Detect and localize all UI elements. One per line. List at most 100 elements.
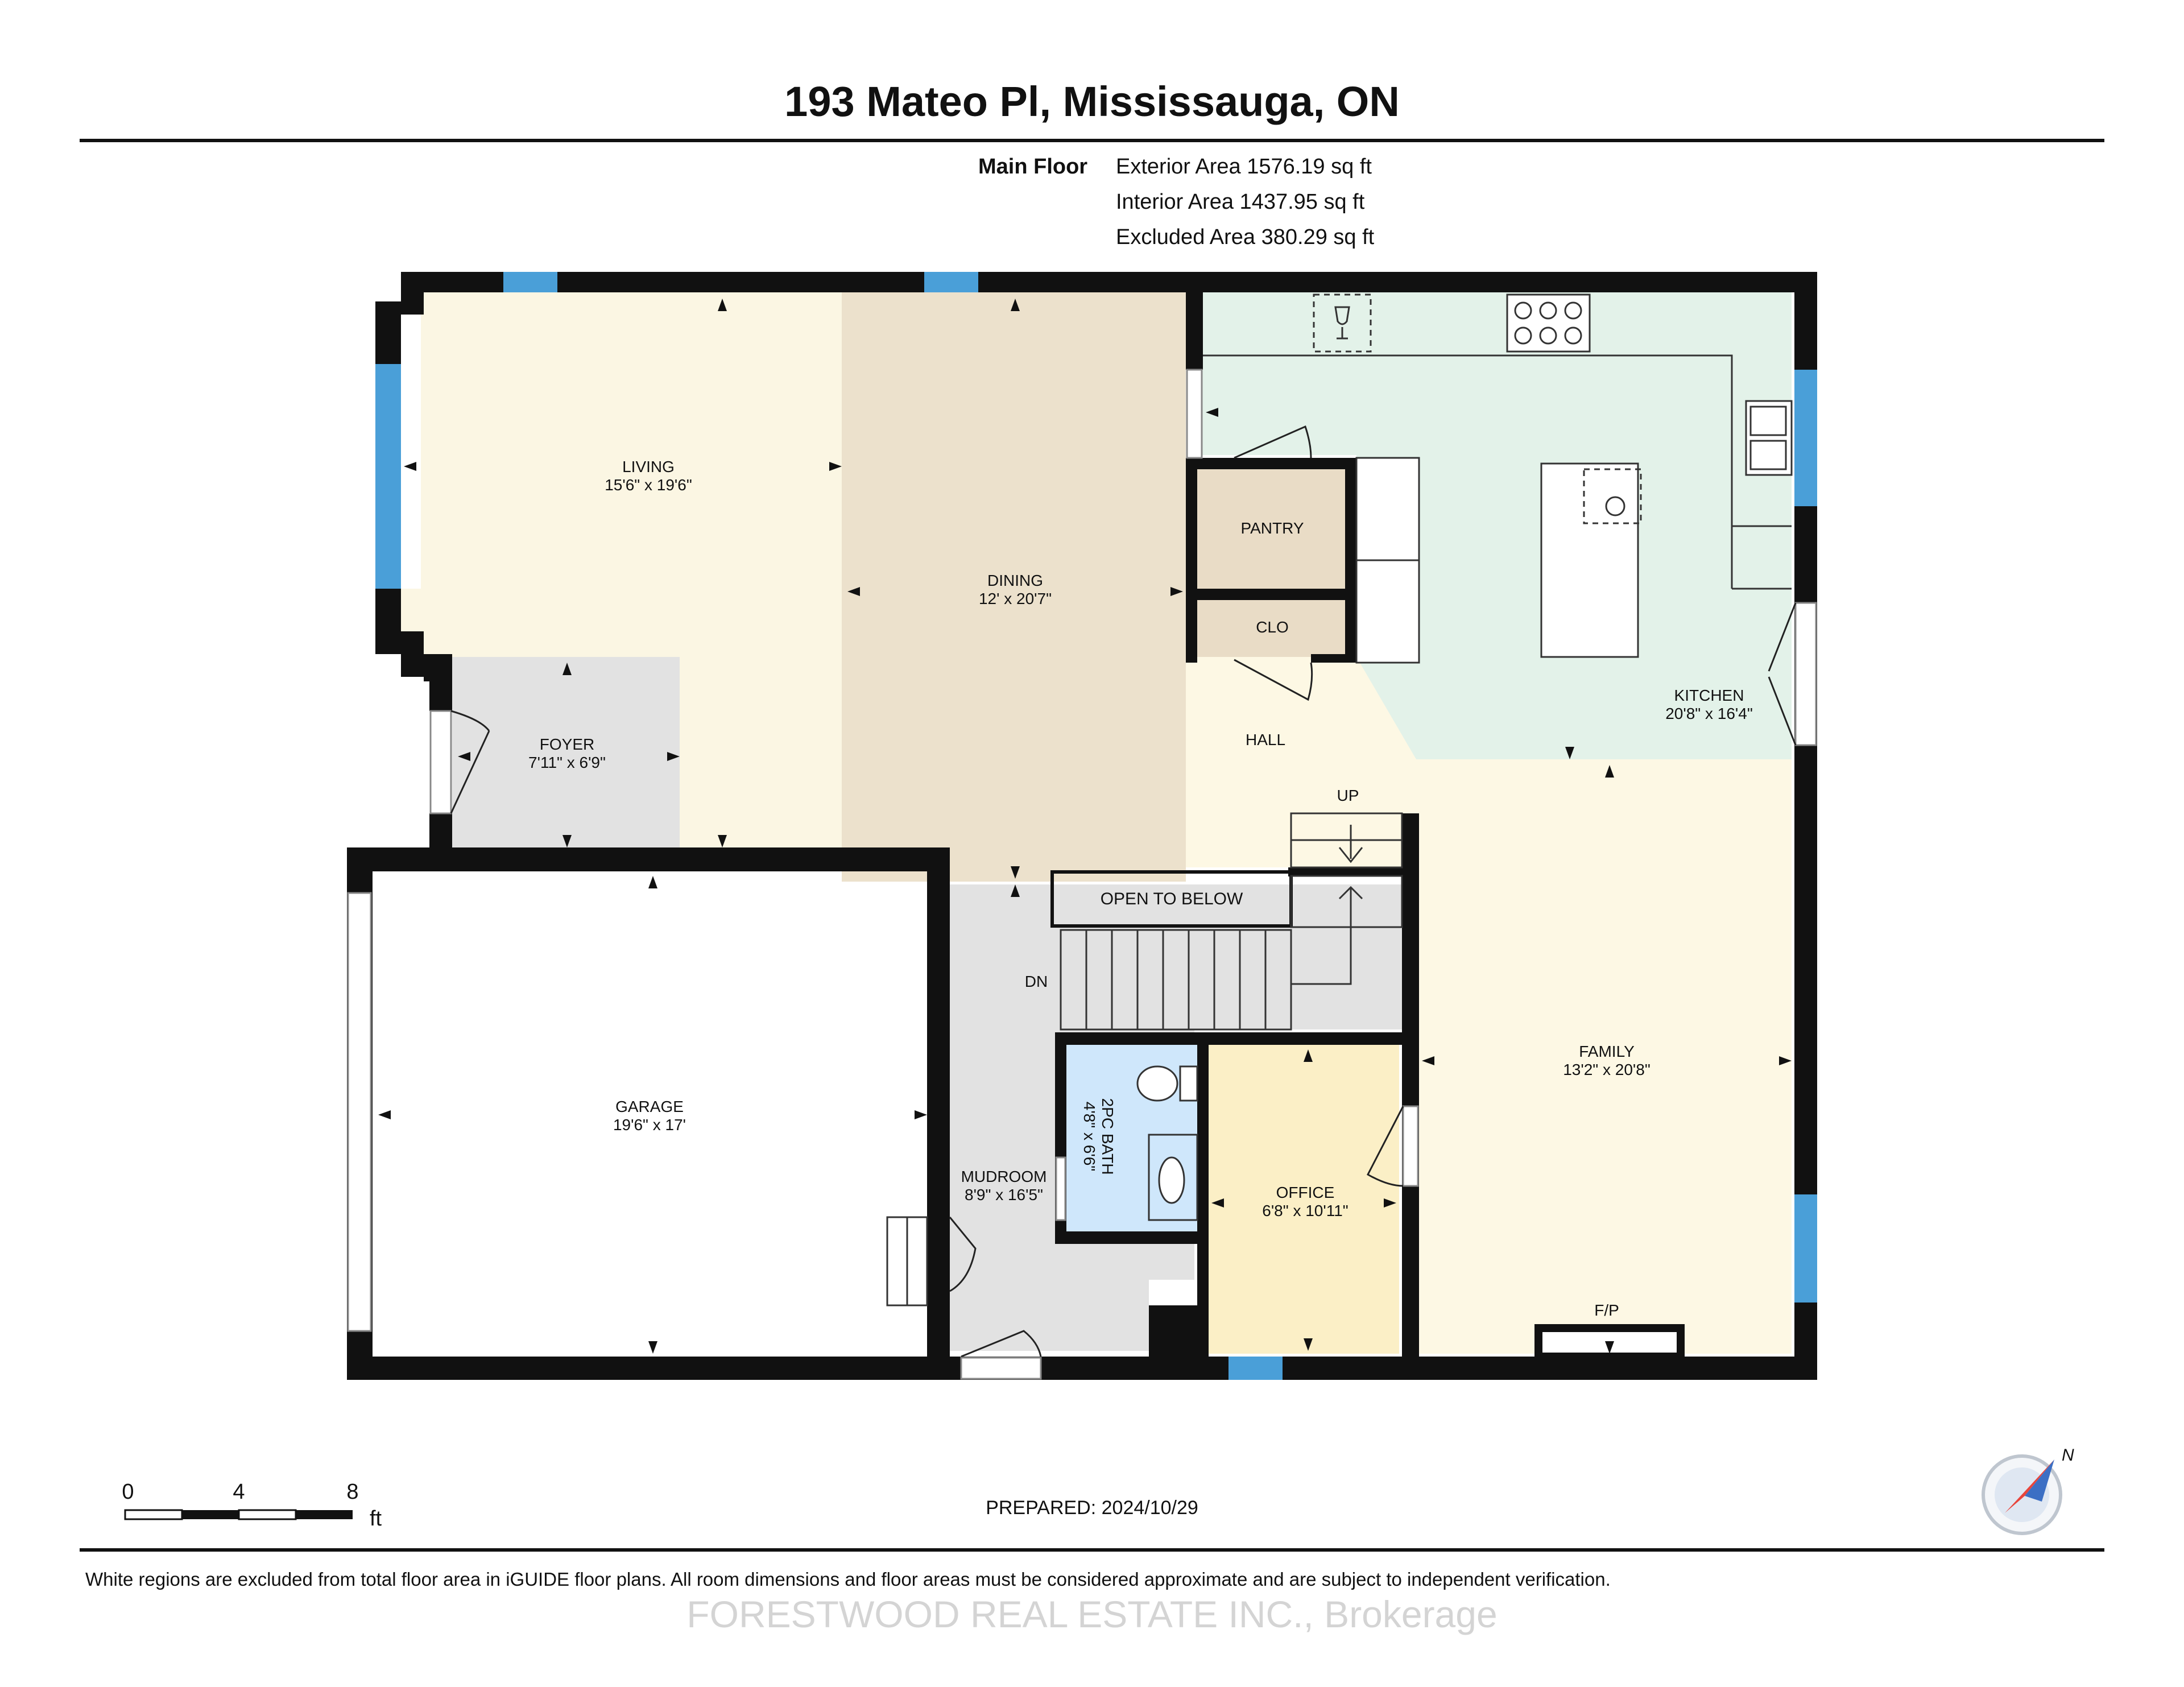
arrow-icon bbox=[1011, 299, 1020, 311]
scale-seg bbox=[182, 1510, 239, 1519]
label-kitchen: KITCHEN bbox=[1674, 687, 1744, 704]
door-foyer bbox=[429, 710, 452, 814]
door-mudroom-south bbox=[960, 1357, 1042, 1380]
excluded-area: Excluded Area 380.29 sq ft bbox=[1116, 225, 1375, 249]
dims-garage: 19'6" x 17' bbox=[613, 1116, 686, 1134]
arrow-icon bbox=[667, 752, 680, 761]
stair-up-arrow bbox=[1338, 825, 1363, 863]
wine-glass-icon bbox=[1334, 306, 1350, 340]
scale-bar: 0 4 8 ft bbox=[122, 1480, 382, 1531]
arrow-icon bbox=[915, 1110, 927, 1119]
scale-unit: ft bbox=[370, 1507, 382, 1531]
label-living: LIVING bbox=[622, 458, 675, 475]
wall-stair-top bbox=[1288, 867, 1402, 876]
label-pantry: PANTRY bbox=[1241, 519, 1304, 537]
window-east-family bbox=[1794, 1194, 1817, 1303]
dims-dining: 12' x 20'7" bbox=[979, 590, 1052, 607]
toilet-tank-icon bbox=[1179, 1065, 1198, 1102]
door-garage bbox=[347, 892, 372, 1332]
arrow-icon bbox=[562, 663, 572, 675]
sink-icon bbox=[1745, 400, 1793, 476]
arrow-icon bbox=[847, 587, 860, 596]
room-office-fill bbox=[1209, 1044, 1399, 1354]
bath-fixtures bbox=[1055, 1065, 1198, 1221]
scale-seg bbox=[238, 1509, 297, 1520]
watermark: FORESTWOOD REAL ESTATE INC., Brokerage bbox=[686, 1593, 1498, 1635]
wall-stair-east bbox=[1402, 813, 1419, 1357]
windows bbox=[375, 272, 1817, 1380]
wall-pantry-mid bbox=[1186, 589, 1356, 600]
wall-pantry-right bbox=[1345, 458, 1356, 663]
dims-foyer: 7'11" x 6'9" bbox=[528, 754, 606, 771]
stairs bbox=[1050, 812, 1403, 1031]
arrow-icon bbox=[1304, 1338, 1313, 1351]
label-clo: CLO bbox=[1256, 618, 1289, 636]
kitchen-fixtures bbox=[1203, 293, 1793, 664]
compass-needle bbox=[2005, 1459, 2054, 1513]
arrow-icon bbox=[1384, 1198, 1396, 1208]
scale-tick-4: 4 bbox=[233, 1480, 245, 1504]
room-clo-fill bbox=[1194, 600, 1345, 657]
arrow-icon bbox=[1170, 587, 1183, 596]
window-south-office bbox=[1228, 1357, 1283, 1380]
window-east-kitchen bbox=[1794, 370, 1817, 506]
arrow-icon bbox=[718, 299, 727, 311]
burner-icon bbox=[1539, 301, 1557, 320]
footer-rule bbox=[80, 1548, 2104, 1552]
label-bath: 2PC BATH bbox=[1099, 1098, 1116, 1175]
arrow-icon bbox=[562, 835, 572, 847]
swing-office bbox=[1367, 1106, 1404, 1187]
dims-kitchen: 20'8" x 16'4" bbox=[1665, 705, 1753, 722]
room-labels: LIVING 15'6" x 19'6" DINING 12' x 20'7" … bbox=[528, 458, 1753, 1319]
fridge-upper bbox=[1355, 457, 1420, 561]
label-office: OFFICE bbox=[1276, 1184, 1335, 1201]
arrow-icon bbox=[1211, 1198, 1224, 1208]
bath-door-gap bbox=[1055, 1156, 1066, 1221]
door-office bbox=[1402, 1105, 1419, 1187]
wall-kitchen-west bbox=[1186, 290, 1203, 370]
disclaimer: White regions are excluded from total fl… bbox=[85, 1569, 1611, 1590]
interior-area: Interior Area 1437.95 sq ft bbox=[1116, 190, 1365, 214]
swing-foyer bbox=[450, 710, 490, 814]
arrow-icon bbox=[1304, 1049, 1313, 1062]
sink-basin-a bbox=[1749, 406, 1787, 436]
doors bbox=[347, 369, 1817, 1380]
swing-pantry bbox=[1234, 425, 1312, 459]
island-sink-icon bbox=[1605, 496, 1625, 516]
label-open-to-below: OPEN TO BELOW bbox=[1101, 890, 1243, 908]
page-title: 193 Mateo Pl, Mississauga, ON bbox=[784, 78, 1400, 125]
arrow-icon bbox=[718, 835, 727, 847]
label-hall: HALL bbox=[1246, 731, 1285, 749]
swing-garage-entry bbox=[949, 1217, 977, 1292]
stair-lower-run bbox=[1060, 929, 1292, 1031]
wall-west-step1 bbox=[401, 272, 424, 315]
burner-icon bbox=[1564, 301, 1582, 320]
exterior-area: Exterior Area 1576.19 sq ft bbox=[1116, 155, 1372, 179]
garage-steps bbox=[886, 1216, 928, 1306]
arrow-icon bbox=[829, 462, 842, 471]
door-kitchen-west bbox=[1186, 369, 1203, 459]
wall-bath-top bbox=[1055, 1032, 1413, 1045]
compass-needle-tail bbox=[2025, 1459, 2054, 1502]
wall-pantry-box bbox=[1186, 458, 1356, 469]
fridge-lower bbox=[1355, 559, 1420, 664]
label-up: UP bbox=[1337, 787, 1359, 804]
compass-north-label: N bbox=[2062, 1446, 2074, 1465]
kitchen-misc bbox=[1313, 293, 1787, 524]
burner-icon bbox=[1514, 326, 1532, 345]
room-dining-fill bbox=[842, 290, 1186, 882]
vanity-icon bbox=[1148, 1134, 1198, 1221]
label-family: FAMILY bbox=[1579, 1043, 1635, 1060]
wine-cooler-icon bbox=[1313, 293, 1372, 353]
kitchen-island bbox=[1540, 462, 1639, 658]
window-west-living bbox=[375, 364, 401, 589]
arrow-icon bbox=[1011, 866, 1020, 879]
swing-mudroom bbox=[961, 1330, 1042, 1358]
stair-landing-upper bbox=[1290, 875, 1403, 928]
arrow-icon bbox=[1605, 1341, 1614, 1354]
dims-mudroom: 8'9" x 16'5" bbox=[965, 1186, 1043, 1204]
wall-garage-north bbox=[347, 847, 950, 871]
title-rule bbox=[80, 139, 2104, 142]
room-foyer-fill bbox=[452, 657, 680, 850]
wall-west-step2 bbox=[401, 631, 424, 677]
